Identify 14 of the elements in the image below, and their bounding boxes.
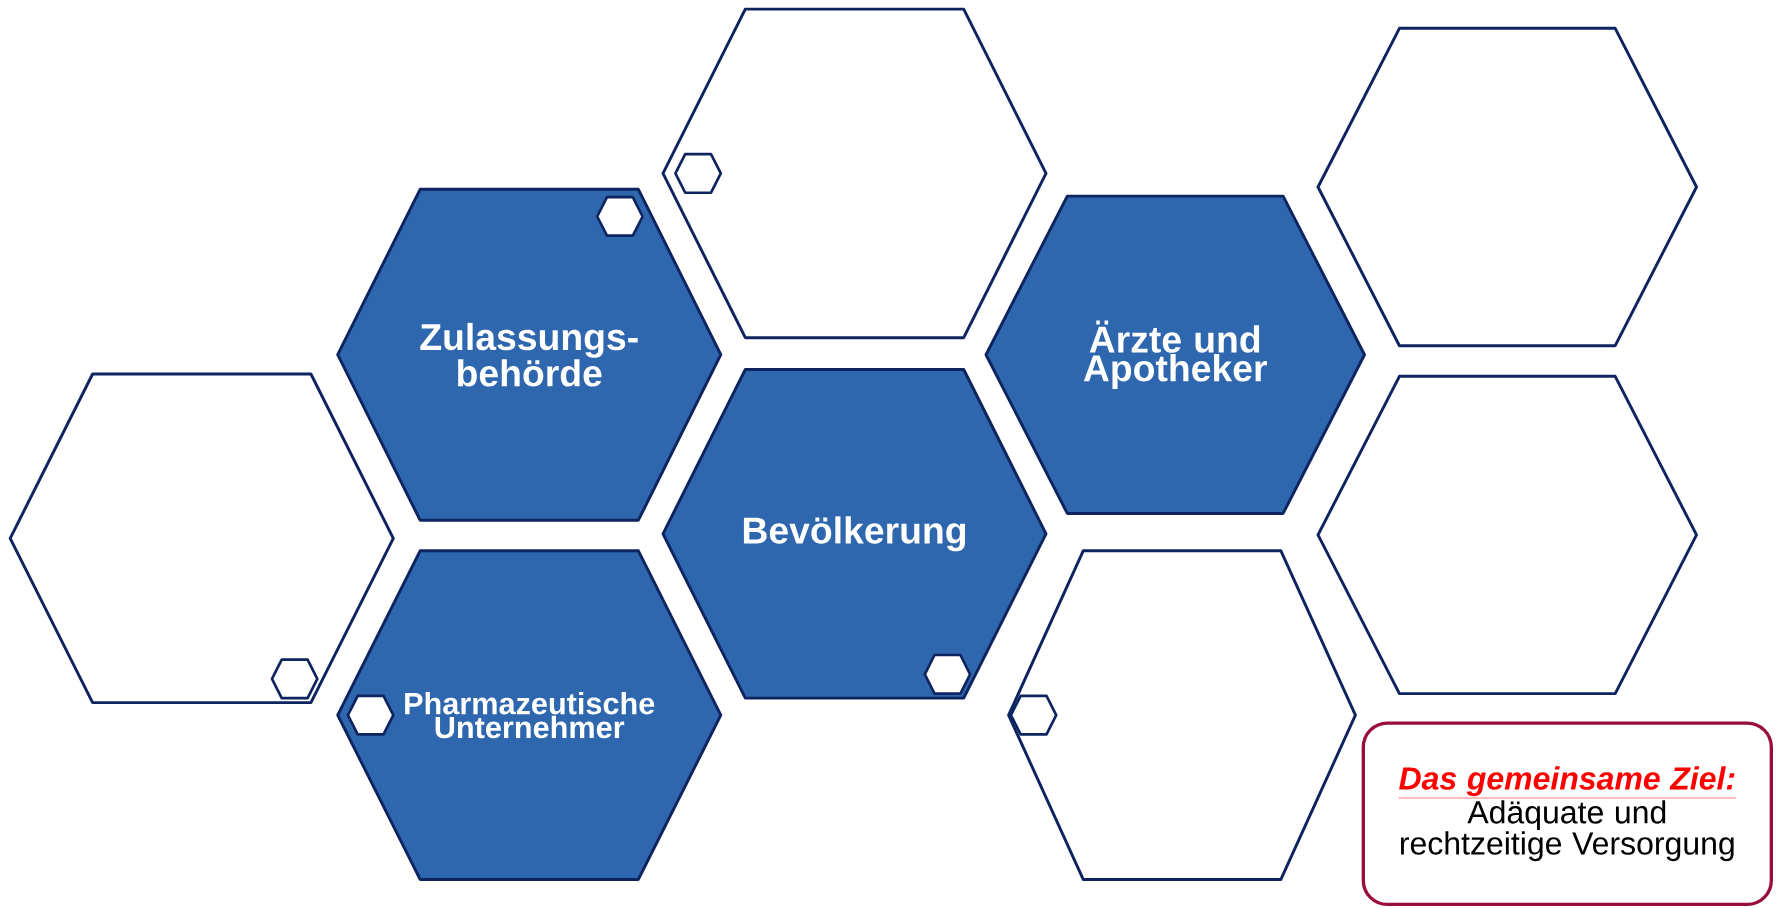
small-hexagon — [346, 694, 395, 736]
small-hexagon — [1009, 694, 1058, 736]
hexagon — [1316, 26, 1698, 348]
small-hexagon — [923, 653, 972, 695]
small-hexagon — [270, 658, 319, 700]
hexagon: Zulassungs- behörde — [336, 187, 723, 522]
hexagon — [1316, 374, 1698, 696]
hexagon — [661, 7, 1048, 340]
hexagon — [8, 372, 395, 705]
goal-box: Das gemeinsame Ziel: Adäquate und rechtzeitige Versorgung — [1361, 721, 1773, 907]
hexagon: Ärzte und Apotheker — [984, 194, 1366, 515]
hexagon: Bevölkerung — [661, 368, 1048, 700]
hexagon: Pharmazeutische Unternehmer — [336, 549, 723, 881]
hexagon — [1007, 549, 1357, 881]
